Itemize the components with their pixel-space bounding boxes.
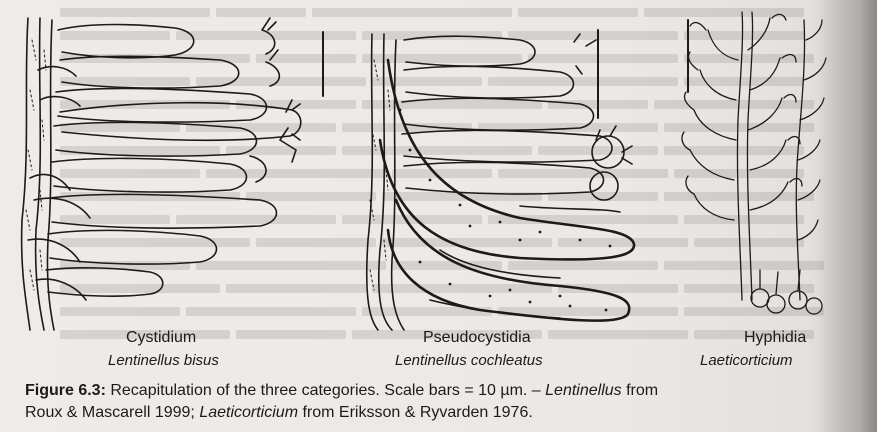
panel-title-pseudocystidia: Pseudocystidia: [423, 329, 531, 347]
caption-text-2: Roux & Mascarell 1999;: [25, 404, 199, 421]
caption-end-2: from Eriksson & Ryvarden 1976.: [298, 404, 533, 421]
caption-line-1: Figure 6.3: Recapitulation of the three …: [25, 380, 825, 402]
page-edge-shadow: [817, 0, 877, 432]
panel-species-pseudocystidia: Lentinellus cochleatus: [395, 352, 543, 369]
panel-title-cystidium: Cystidium: [126, 329, 196, 347]
caption-text-1: Recapitulation of the three categories. …: [106, 382, 545, 399]
cystidium-drawing: [22, 18, 323, 330]
caption-line-2: Roux & Mascarell 1999; Laeticorticium fr…: [25, 402, 825, 424]
caption-genus-1: Lentinellus: [545, 382, 622, 399]
panel-species-cystidium: Lentinellus bisus: [108, 352, 219, 369]
figure-label: Figure 6.3:: [25, 382, 106, 399]
pseudocystidia-drawing: [367, 30, 634, 330]
panel-species-hyphidia: Laeticorticium: [700, 352, 793, 369]
caption-genus-2: Laeticorticium: [199, 404, 298, 421]
caption-end-1: from: [622, 382, 658, 399]
figure-caption: Figure 6.3: Recapitulation of the three …: [25, 380, 825, 424]
hyphidia-drawing: [682, 12, 826, 314]
panel-title-hyphidia: Hyphidia: [744, 329, 806, 347]
